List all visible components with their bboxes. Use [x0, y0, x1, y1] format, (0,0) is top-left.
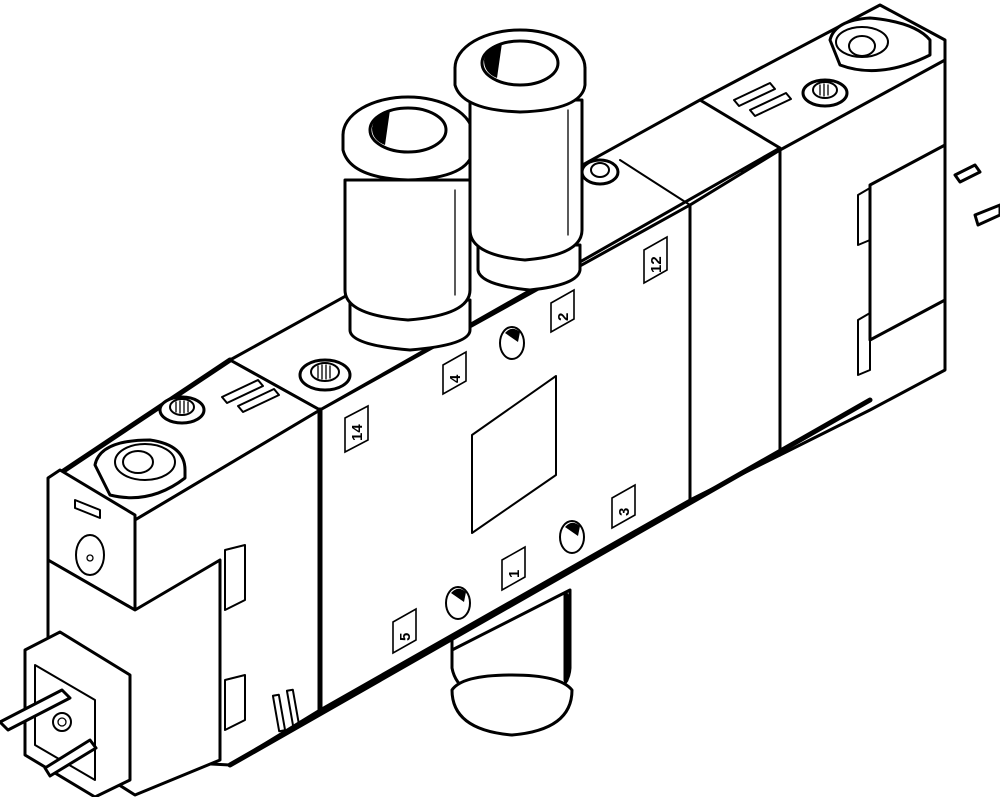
- screw-hole: [559, 520, 585, 554]
- fitting-port-1: [450, 588, 574, 737]
- svg-text:12: 12: [648, 256, 665, 273]
- fitting-port-2: [453, 28, 587, 292]
- port-label-14: 14: [344, 404, 369, 454]
- right-solenoid: [580, 16, 1000, 376]
- port-label-2: 2: [550, 288, 575, 334]
- fitting-port-4: [341, 95, 475, 352]
- port-label-4: 4: [442, 350, 467, 396]
- port-label-1: 1: [501, 545, 526, 592]
- left-solenoid: [0, 468, 301, 797]
- port-label-5: 5: [392, 607, 417, 655]
- svg-text:3: 3: [616, 508, 633, 516]
- svg-text:14: 14: [349, 424, 366, 441]
- left-manual-override: [74, 438, 187, 519]
- svg-text:5: 5: [397, 633, 414, 641]
- svg-text:1: 1: [506, 570, 523, 578]
- svg-text:2: 2: [555, 313, 572, 321]
- screw-hole: [499, 326, 525, 360]
- left-top-details: [158, 358, 352, 425]
- screw-hole: [445, 586, 471, 620]
- port-face: [445, 326, 585, 620]
- port-label-3: 3: [611, 483, 636, 530]
- svg-text:4: 4: [447, 374, 464, 383]
- port-label-12: 12: [643, 235, 668, 285]
